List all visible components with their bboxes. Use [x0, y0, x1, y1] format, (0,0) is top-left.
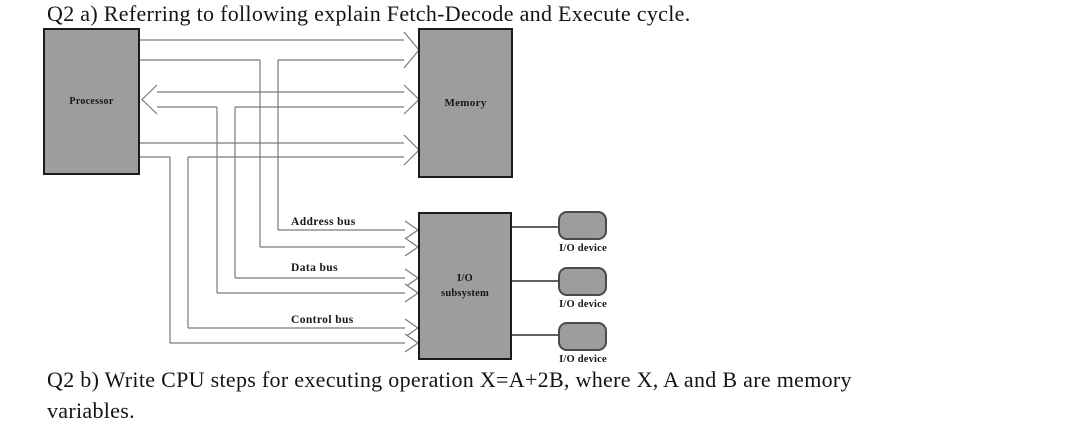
question-b-text: Q2 b) Write CPU steps for executing oper…	[47, 364, 1057, 426]
io-subsystem-label-line2: subsystem	[441, 288, 489, 299]
address-bus-memory-arrowhead-icon	[403, 31, 420, 69]
address-bus-io-arrowhead-top-icon	[404, 220, 420, 240]
question-b-line1: Q2 b) Write CPU steps for executing oper…	[47, 367, 852, 392]
io-device-2-box	[558, 267, 607, 296]
data-bus-processor-arrowhead-icon	[141, 84, 158, 115]
control-bus-io-arrowhead-bottom-icon	[404, 333, 420, 353]
io-subsystem-box: I/O subsystem	[418, 212, 512, 360]
control-bus-memory-arrowhead-icon	[403, 134, 420, 166]
memory-label: Memory	[444, 97, 487, 109]
memory-box: Memory	[418, 28, 513, 178]
data-bus-label: Data bus	[291, 262, 338, 274]
processor-label: Processor	[69, 96, 114, 107]
io-device-3-label: I/O device	[559, 354, 607, 365]
io-device-3-box	[558, 322, 607, 351]
io-device-1-box	[558, 211, 607, 240]
control-bus-io-arrowhead-top-icon	[404, 318, 420, 338]
io-subsystem-label: I/O subsystem	[441, 271, 489, 301]
control-bus-label: Control bus	[291, 314, 354, 326]
io-device-1-label: I/O device	[559, 243, 607, 254]
address-bus-label: Address bus	[291, 216, 356, 228]
address-bus-io-arrowhead-bottom-icon	[404, 237, 420, 257]
question-b-line2: variables.	[47, 398, 135, 423]
data-bus-io-arrowhead-bottom-icon	[404, 283, 420, 303]
data-bus-memory-arrowhead-icon	[403, 84, 420, 115]
processor-box: Processor	[43, 28, 140, 175]
question-a-text: Q2 a) Referring to following explain Fet…	[47, 1, 691, 26]
io-subsystem-label-line1: I/O	[457, 272, 473, 284]
io-device-2-label: I/O device	[559, 299, 607, 310]
data-bus-io-arrowhead-top-icon	[404, 268, 420, 288]
